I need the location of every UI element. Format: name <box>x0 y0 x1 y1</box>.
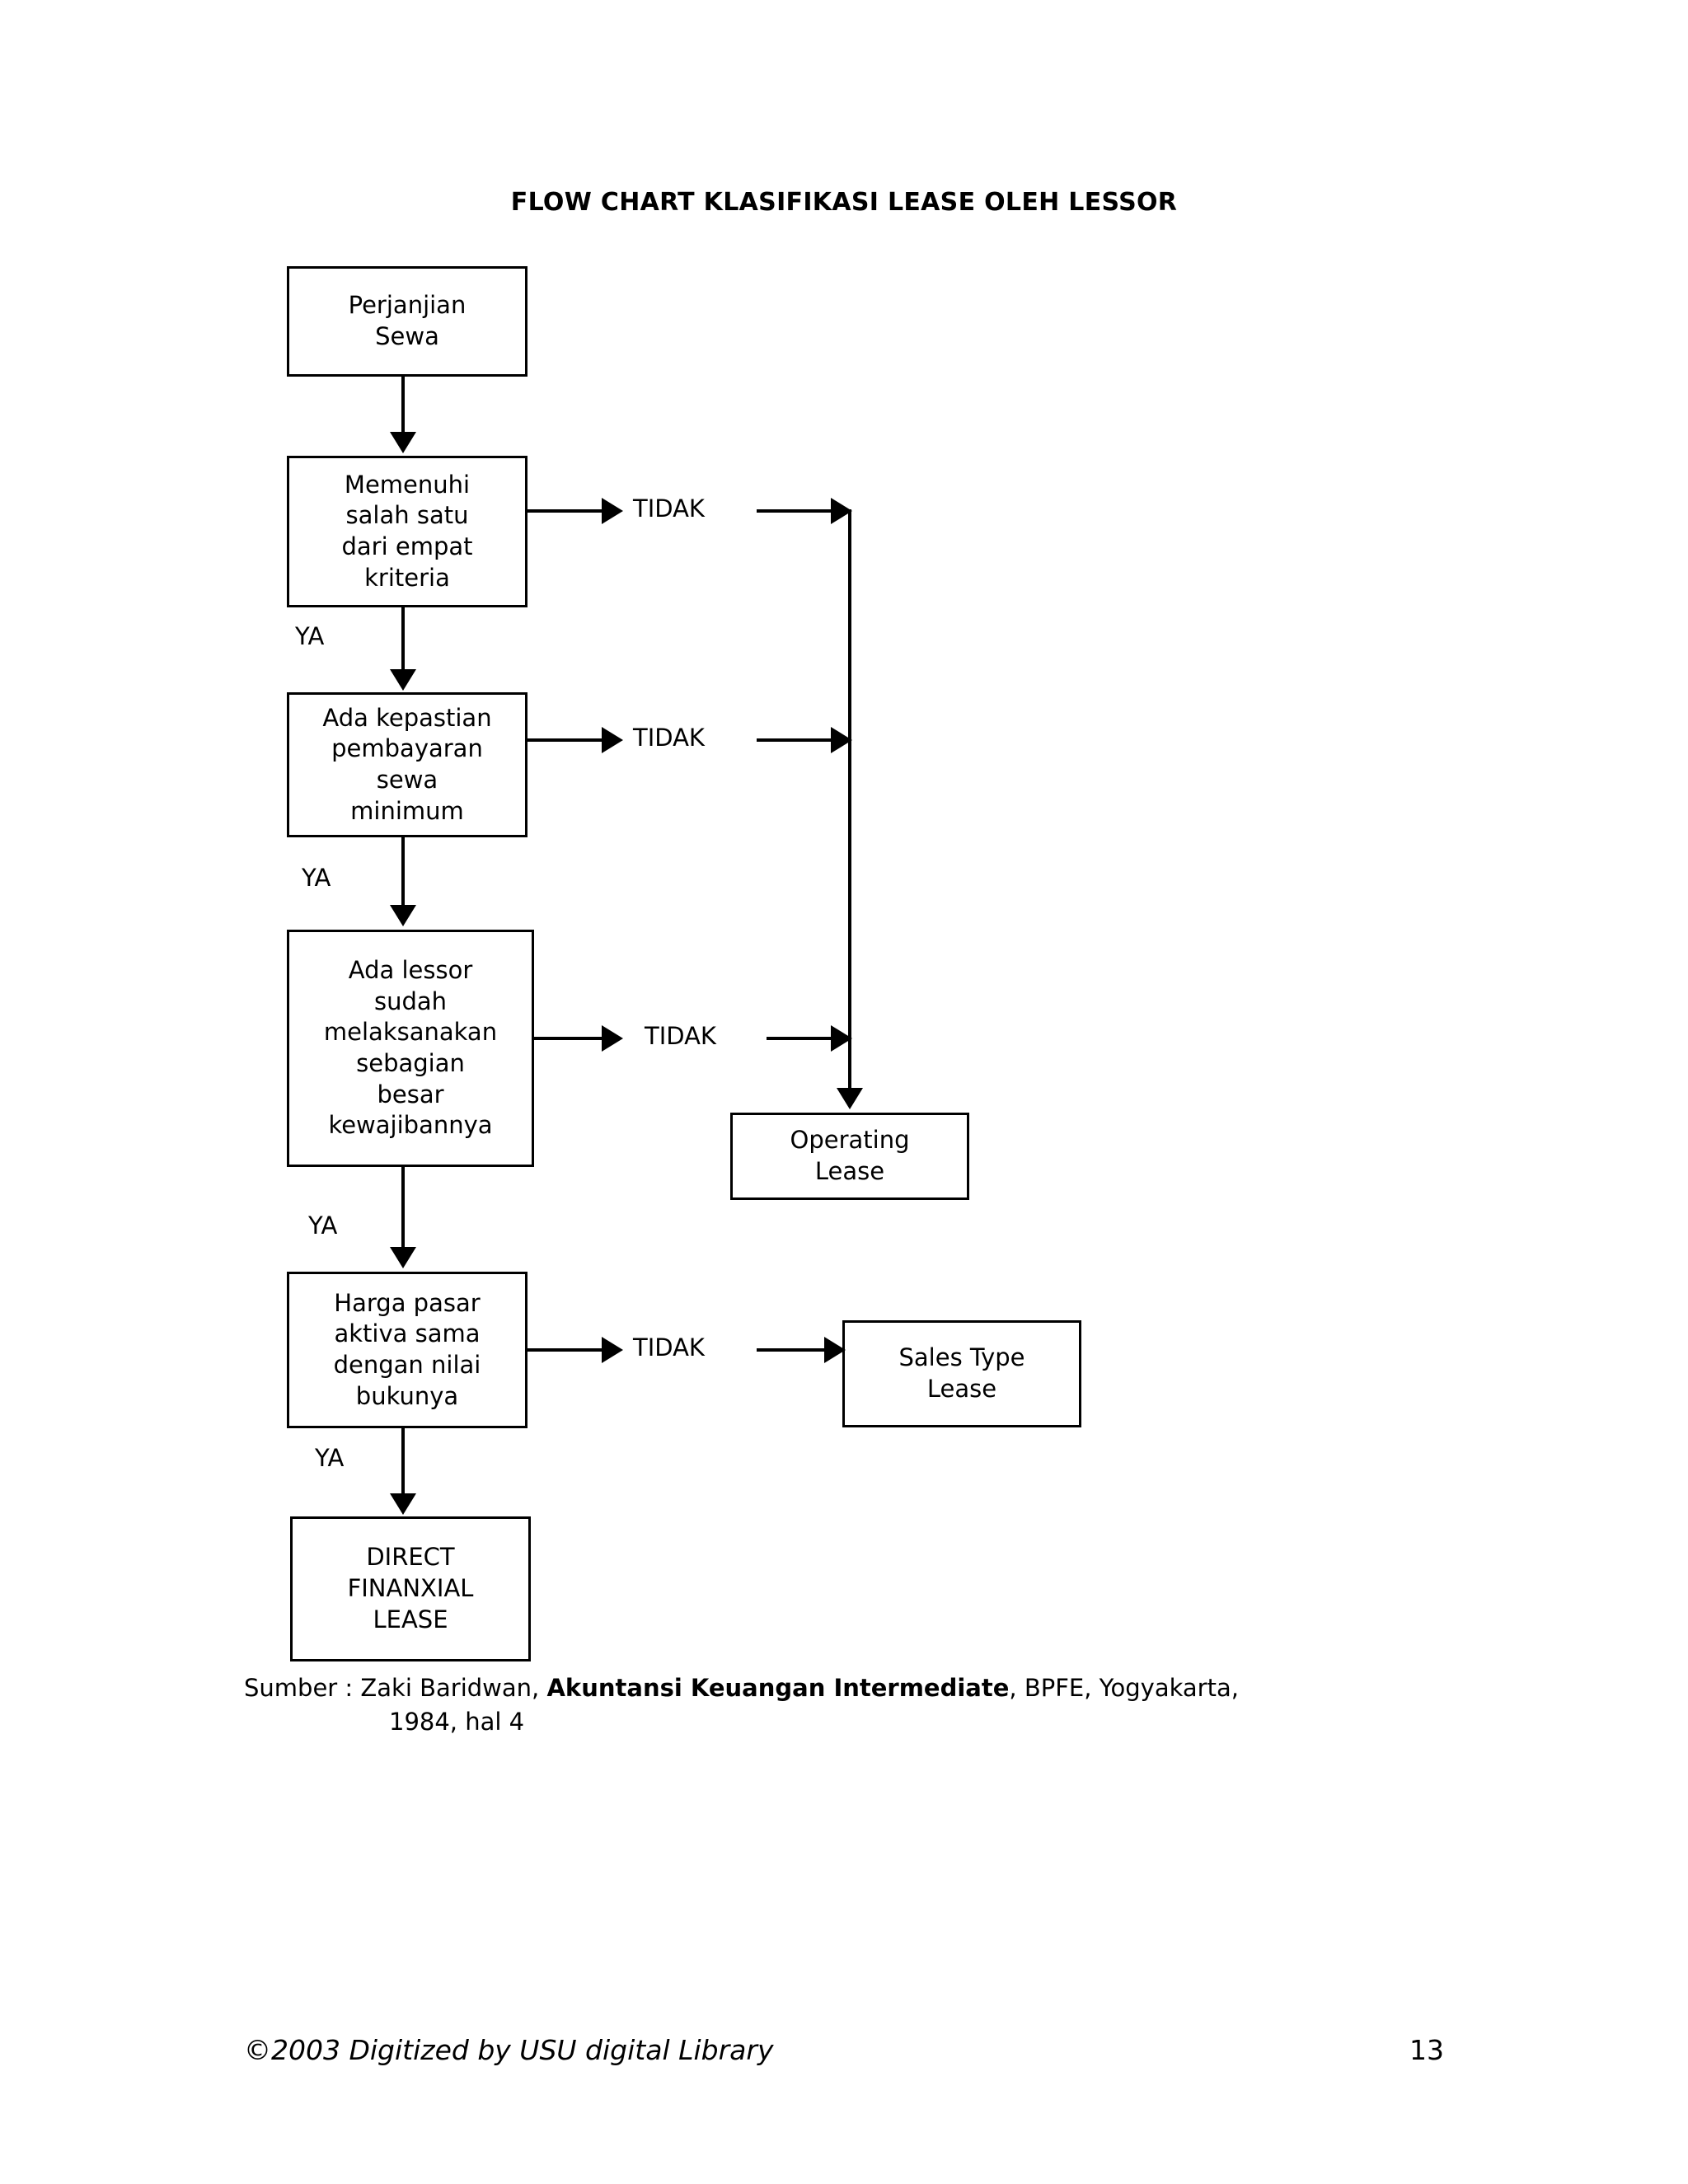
connector-perjanjian-to-kriteria <box>401 377 405 434</box>
flow-node-label: Ada kepastian pembayaran sewa minimum <box>322 703 492 825</box>
connector-kriteria-to-kepastian <box>401 607 405 672</box>
connector-tidak-2-to-spine <box>757 738 844 742</box>
flow-node-label: Harga pasar aktiva sama dengan nilai buk… <box>333 1288 481 1410</box>
edge-label-tidak-1: TIDAK <box>633 494 705 523</box>
footer-page-number: 13 <box>1409 2034 1444 2066</box>
connector-tidak-4-to-salestype <box>757 1348 839 1352</box>
source-caption: Sumber : Zaki Baridwan, Akuntansi Keuang… <box>244 1671 1439 1739</box>
flowchart-canvas: Perjanjian Sewa Memenuhi salah satu dari… <box>287 266 1081 1661</box>
flow-node-operating-lease[interactable]: Operating Lease <box>730 1113 969 1200</box>
connector-lessor-to-harga <box>401 1167 405 1249</box>
flow-node-perjanjian-sewa[interactable]: Perjanjian Sewa <box>287 266 528 377</box>
flow-node-direct-finanxial-lease[interactable]: DIRECT FINANXIAL LEASE <box>290 1516 531 1661</box>
source-suffix: , BPFE, Yogyakarta, <box>1009 1674 1239 1702</box>
edge-label-tidak-2: TIDAK <box>633 724 705 752</box>
flow-node-label: Ada lessor sudah melaksanakan sebagian b… <box>323 955 498 1140</box>
edge-label-ya-2: YA <box>302 864 331 892</box>
edge-label-tidak-3: TIDAK <box>645 1022 716 1050</box>
edge-label-ya-4: YA <box>315 1444 345 1472</box>
arrowhead-down-icon <box>837 1088 863 1109</box>
source-book-title: Akuntansi Keuangan Intermediate <box>546 1674 1010 1702</box>
arrowhead-right-icon <box>602 1337 623 1363</box>
flow-node-label: Perjanjian Sewa <box>348 291 467 350</box>
flow-node-ada-lessor-kewajiban[interactable]: Ada lessor sudah melaksanakan sebagian b… <box>287 930 534 1167</box>
arrowhead-right-icon <box>602 727 623 753</box>
connector-harga-to-direct <box>401 1428 405 1496</box>
connector-tidak-trunk <box>848 509 851 1091</box>
flow-node-label: Sales Type Lease <box>898 1343 1025 1403</box>
flow-node-label: Operating Lease <box>790 1126 910 1185</box>
arrowhead-down-icon <box>390 669 416 691</box>
arrowhead-right-icon <box>602 498 623 524</box>
flow-node-ada-kepastian-pembayaran[interactable]: Ada kepastian pembayaran sewa minimum <box>287 692 528 837</box>
flow-node-harga-pasar-aktiva[interactable]: Harga pasar aktiva sama dengan nilai buk… <box>287 1272 528 1428</box>
connector-lessor-tidak-stub <box>534 1037 610 1040</box>
connector-kepastian-to-lessor <box>401 837 405 907</box>
footer-copyright: ©2003 Digitized by USU digital Library <box>244 2034 774 2066</box>
flow-node-sales-type-lease[interactable]: Sales Type Lease <box>842 1320 1081 1427</box>
edge-label-ya-1: YA <box>295 622 325 650</box>
connector-kriteria-tidak-stub <box>528 509 610 513</box>
edge-label-ya-3: YA <box>308 1212 338 1240</box>
page-footer: ©2003 Digitized by USU digital Library 1… <box>0 2034 1688 2083</box>
arrowhead-down-icon <box>390 1247 416 1268</box>
flow-node-label: DIRECT FINANXIAL LEASE <box>347 1543 474 1633</box>
source-prefix: Sumber : Zaki Baridwan, <box>244 1674 547 1702</box>
connector-tidak-3-to-spine <box>767 1037 844 1040</box>
arrowhead-down-icon <box>390 905 416 926</box>
arrowhead-down-icon <box>390 432 416 453</box>
flow-node-label: Memenuhi salah satu dari empat kriteria <box>341 470 473 592</box>
arrowhead-right-icon <box>824 1337 846 1363</box>
edge-label-tidak-4: TIDAK <box>633 1333 705 1361</box>
connector-harga-tidak-stub <box>528 1348 610 1352</box>
arrowhead-right-icon <box>602 1025 623 1052</box>
connector-tidak-1-to-spine <box>757 509 844 513</box>
flow-node-memenuhi-kriteria[interactable]: Memenuhi salah satu dari empat kriteria <box>287 456 528 607</box>
arrowhead-down-icon <box>390 1493 416 1515</box>
source-line-2: 1984, hal 4 <box>389 1708 525 1736</box>
page-title: FLOW CHART KLASIFIKASI LEASE OLEH LESSOR <box>510 188 1178 217</box>
connector-kepastian-tidak-stub <box>528 738 610 742</box>
